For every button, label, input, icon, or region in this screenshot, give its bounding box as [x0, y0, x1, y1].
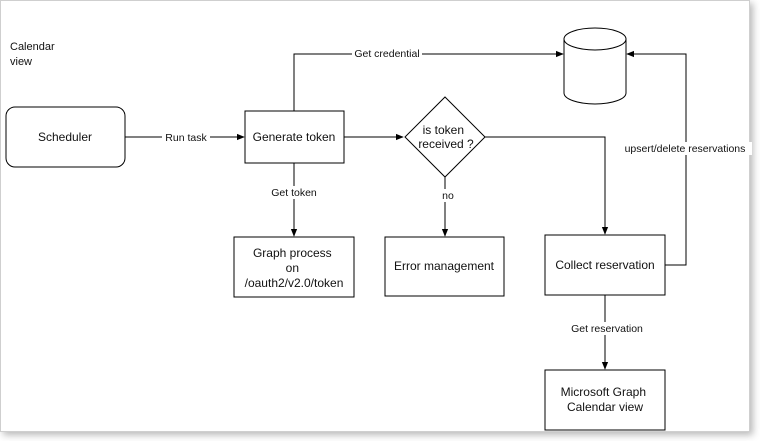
- get-credential-label: Get credential: [354, 48, 419, 60]
- ms-graph-node: [544, 369, 666, 431]
- graph-process-label: Graph process on /oauth2/v2.0/token: [245, 246, 344, 290]
- scheduler-node: [5, 106, 126, 168]
- title-line-1: Calendar: [10, 41, 55, 53]
- run-task-label: Run task: [165, 132, 207, 144]
- decision-label: is token received ?: [418, 123, 474, 151]
- diagram-title: Calendar view: [10, 41, 58, 68]
- get-reservation-label: Get reservation: [571, 323, 643, 335]
- generate-token-label: Generate token: [253, 130, 336, 144]
- edge-upsert-delete: [626, 50, 687, 266]
- database-cylinder: [563, 27, 627, 105]
- collect-reservation-node: [544, 234, 666, 296]
- edge-get-credential: [293, 50, 564, 111]
- decision-node: [404, 96, 486, 178]
- generate-token-node: [244, 110, 345, 164]
- error-management-node: [384, 236, 505, 297]
- edge-yes: [485, 136, 609, 235]
- no-label: no: [442, 190, 454, 202]
- collect-reservation-label: Collect reservation: [555, 258, 654, 272]
- error-management-label: Error management: [394, 259, 495, 273]
- get-token-label: Get token: [271, 187, 317, 199]
- ms-graph-label: Microsoft Graph Calendar view: [561, 385, 650, 414]
- title-line-2: view: [10, 56, 32, 68]
- scheduler-label: Scheduler: [38, 130, 92, 144]
- upsert-delete-label: upsert/delete reservations: [625, 143, 746, 155]
- graph-process-node: [233, 236, 355, 298]
